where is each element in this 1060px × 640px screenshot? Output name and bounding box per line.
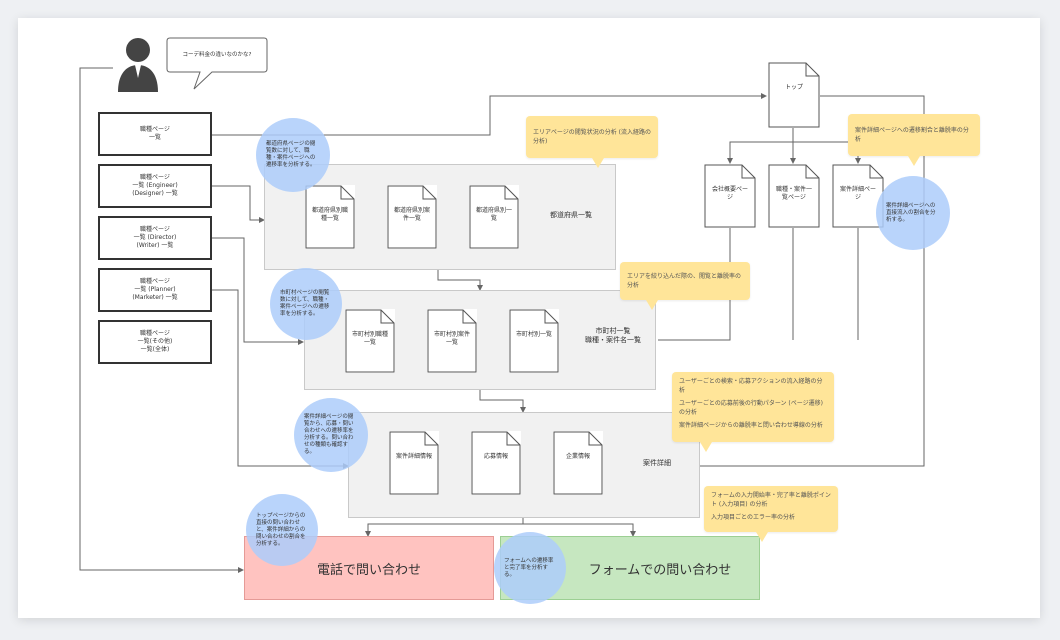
left-page-box-label: 職種ページ 一覧(その他) 一覧(全体) [137, 330, 173, 353]
group2-doc-2: 市町村別案件一覧 [427, 309, 477, 373]
diagram-canvas: コーデ料金の違いなのかな? 職種ページ 一覧 職種ページ 一覧 (Enginee… [18, 18, 1040, 618]
bubble-prefecture: 都道府県ページの閲覧数に対して、職種・案件ページへの遷移率を分析する。 [256, 118, 330, 192]
form-inquiry-label: フォームでの問い合わせ [588, 562, 732, 578]
group-prefecture: 都道府県別職種一覧 都道府県別案件一覧 都道府県別一覧 都道府県一覧 [264, 164, 616, 270]
left-page-box-2: 職種ページ 一覧 (Engineer) (Designer) 一覧 [98, 164, 212, 208]
doc-label: 都道府県別職種一覧 [311, 207, 348, 222]
doc-label: 市町村別案件一覧 [433, 331, 470, 346]
right-doc-1: 会社概要ページ [704, 164, 756, 228]
note-user-behavior: ユーザーごとの検索・応募アクションの流入経路の分析 ユーザーごとの応募前後の行動… [672, 372, 834, 452]
note-text: エリアを絞り込んだ際の、閲覧と離脱率の分析 [627, 273, 742, 289]
note-line-2: 入力項目ごとのエラー率の分析 [711, 514, 795, 521]
group2-doc-3: 市町村別一覧 [509, 309, 559, 373]
group3-doc-2: 応募情報 [471, 431, 521, 495]
group-job-detail: 案件詳細情報 応募情報 企業情報 案件詳細 [348, 412, 700, 518]
note-line-2: ユーザーごとの応募前後の行動パターン (ページ遷移) の分析 [679, 400, 823, 416]
bubble-detail: 案件詳細ページの閲覧から、応募・問い合わせへの遷移率を分析する。問い合わせの種類… [294, 398, 368, 472]
top-page-doc: トップ [768, 62, 820, 128]
group3-doc-3: 企業情報 [553, 431, 603, 495]
note-area-filter: エリアを絞り込んだ際の、閲覧と離脱率の分析 [620, 262, 750, 310]
note-form-analysis: フォームの入力開始率・完了率と離脱ポイント (入力項目) の分析 入力項目ごとの… [704, 486, 838, 542]
note-line-3: 案件詳細ページからの離脱率と問い合わせ導線の分析 [679, 422, 823, 429]
left-page-box-label: 職種ページ 一覧 (Director) (Writer) 一覧 [133, 226, 177, 249]
doc-label: 都道府県別案件一覧 [393, 207, 430, 222]
bubble-text: 都道府県ページの閲覧数に対して、職種・案件ページへの遷移率を分析する。 [266, 141, 316, 168]
right-doc-2: 職種・案件一覧ページ [768, 164, 820, 228]
bubble-text: トップページからの直接の問い合わせと、案件詳細からの問い合わせの割合を分析する。 [256, 512, 306, 547]
left-page-box-1: 職種ページ 一覧 [98, 112, 212, 156]
left-page-box-5: 職種ページ 一覧(その他) 一覧(全体) [98, 320, 212, 364]
note-line-1: フォームの入力開始率・完了率と離脱ポイント (入力項目) の分析 [711, 492, 831, 508]
connector-lines [79, 67, 925, 573]
user-icon [114, 34, 162, 94]
left-page-box-label: 職種ページ 一覧 (Engineer) (Designer) 一覧 [132, 174, 178, 197]
group1-doc-3: 都道府県別一覧 [469, 185, 519, 249]
left-page-box-4: 職種ページ 一覧 (Planner) (Marketer) 一覧 [98, 268, 212, 312]
doc-label: 市町村別一覧 [515, 331, 552, 338]
bubble-text: 案件詳細ページへの直接流入の割合を分析する。 [886, 202, 936, 223]
group-city: 市町村別職種一覧 市町村別案件一覧 市町村別一覧 市町村一覧 職種・案件名一覧 [304, 290, 656, 390]
doc-label: 案件詳細ページ [839, 186, 876, 201]
phone-inquiry-label: 電話で問い合わせ [316, 562, 421, 578]
doc-label: トップ [784, 84, 803, 91]
group1-doc-2: 都道府県別案件一覧 [387, 185, 437, 249]
group1-title: 都道府県一覧 [550, 211, 592, 219]
doc-label: 案件詳細情報 [395, 453, 432, 460]
right-doc-3: 案件詳細ページ [832, 164, 884, 228]
speech-bubble-text: コーデ料金の違いなのかな? [182, 52, 252, 58]
bubble-city: 市町村ページの閲覧数に対して、職種・案件ページへの遷移率を分析する。 [270, 268, 342, 340]
doc-label: 都道府県別一覧 [475, 207, 512, 222]
note-text: エリアページの閲覧状況の分析 (流入経路の分析) [533, 129, 652, 145]
group2-doc-1: 市町村別職種一覧 [345, 309, 395, 373]
left-page-box-label: 職種ページ 一覧 [140, 126, 170, 141]
phone-inquiry-box[interactable]: 電話で問い合わせ [244, 536, 494, 600]
note-text: 案件詳細ページへの遷移割合と離脱率の分析 [855, 127, 969, 143]
doc-label: 職種・案件一覧ページ [775, 186, 812, 201]
group1-doc-1: 都道府県別職種一覧 [305, 185, 355, 249]
group3-title: 案件詳細 [643, 459, 671, 467]
bubble-phone: トップページからの直接の問い合わせと、案件詳細からの問い合わせの割合を分析する。 [246, 494, 318, 566]
note-line-1: ユーザーごとの検索・応募アクションの流入経路の分析 [679, 378, 823, 394]
bubble-text: 市町村ページの閲覧数に対して、職種・案件ページへの遷移率を分析する。 [280, 290, 330, 317]
speech-bubble: コーデ料金の違いなのかな? [166, 37, 268, 90]
doc-label: 企業情報 [565, 453, 590, 460]
note-detail-transition: 案件詳細ページへの遷移割合と離脱率の分析 [848, 114, 980, 166]
group3-doc-1: 案件詳細情報 [389, 431, 439, 495]
doc-label: 会社概要ページ [711, 186, 748, 201]
group2-title: 市町村一覧 職種・案件名一覧 [585, 327, 641, 344]
bubble-text: 案件詳細ページの閲覧から、応募・問い合わせへの遷移率を分析する。問い合わせの種類… [304, 414, 354, 455]
left-page-box-3: 職種ページ 一覧 (Director) (Writer) 一覧 [98, 216, 212, 260]
bubble-form: フォームへの遷移率と完了率を分析する。 [494, 532, 566, 604]
doc-label: 市町村別職種一覧 [351, 331, 388, 346]
left-page-box-label: 職種ページ 一覧 (Planner) (Marketer) 一覧 [132, 278, 178, 301]
bubble-direct: 案件詳細ページへの直接流入の割合を分析する。 [876, 176, 950, 250]
bubble-text: フォームへの遷移率と完了率を分析する。 [504, 557, 554, 578]
doc-label: 応募情報 [483, 453, 508, 460]
note-area-analysis: エリアページの閲覧状況の分析 (流入経路の分析) [526, 116, 658, 168]
